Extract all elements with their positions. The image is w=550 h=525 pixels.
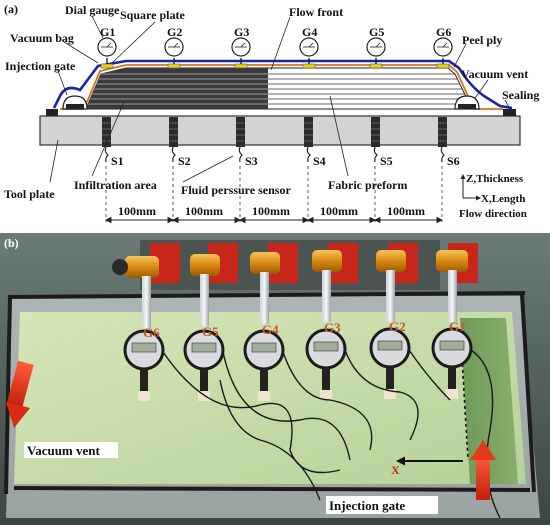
label-flow-front: Flow front — [289, 5, 343, 19]
sealing-left — [46, 109, 58, 116]
dial-gauge-6 — [433, 37, 453, 64]
axis-x-label: X,Length — [481, 193, 525, 205]
label-infiltration-area: Infiltration area — [74, 178, 157, 192]
axis-indicator — [460, 174, 481, 201]
photo-gauge-label-g6: G6 — [143, 325, 160, 340]
digital-indicator-g6 — [123, 329, 165, 401]
infiltration-area — [86, 68, 268, 109]
sensor-label-s6: S6 — [447, 154, 460, 168]
digital-indicator-g3 — [305, 328, 347, 400]
axis-flow-label: Flow direction — [459, 208, 527, 220]
gauge-label-g5: G5 — [369, 25, 384, 39]
gauge-label-g2: G2 — [167, 25, 182, 39]
axis-z-label: Z,Thickness — [466, 173, 524, 185]
gauge-cables — [162, 349, 501, 519]
digital-indicator-g4 — [243, 329, 285, 401]
preform-layers — [86, 68, 472, 109]
sealing-right — [503, 109, 516, 116]
vacuum-bag — [52, 59, 513, 110]
sensor-label-s5: S5 — [380, 154, 393, 168]
label-sealing: Sealing — [502, 88, 539, 102]
panel-a: (a) — [0, 0, 550, 232]
spacing-label-2: 100mm — [185, 204, 223, 218]
spacing-label-4: 100mm — [320, 204, 358, 218]
steel-posts — [142, 270, 457, 328]
flow-front-marker — [461, 357, 469, 461]
photo-gauge-label-g4: G4 — [262, 322, 279, 337]
digital-indicator-g1 — [431, 327, 473, 399]
sensor-label-s3: S3 — [245, 154, 258, 168]
photo-gauge-label-g3: G3 — [324, 320, 341, 335]
square-plate-6 — [436, 63, 450, 69]
vacuum-vent-base — [458, 104, 476, 109]
brass-clamps — [112, 250, 468, 278]
label-tool-plate: Tool plate — [4, 187, 55, 201]
dial-gauge-1 — [97, 37, 117, 64]
callout-leaders — [49, 15, 511, 183]
gauge-label-g1: G1 — [100, 25, 115, 39]
injection-gate-label-bg — [326, 496, 438, 514]
sensor-label-s1: S1 — [111, 154, 124, 168]
digital-indicator-g2 — [369, 327, 411, 399]
dial-gauge-3 — [231, 37, 251, 64]
dial-gauge-2 — [164, 37, 184, 64]
panel-b: G6 G5 G4 G3 G2 G1 X Vacuum vent Injectio… — [0, 233, 550, 525]
spacing-label-1: 100mm — [118, 204, 156, 218]
pressure-sensor-3 — [236, 117, 245, 163]
photo-label-vacuum-vent: Vacuum vent — [27, 443, 101, 458]
square-plate-2 — [167, 63, 181, 69]
pressure-sensor-5 — [371, 117, 380, 163]
panel-b-tag: (b) — [4, 236, 19, 250]
vacuum-vent-label-bg — [24, 442, 118, 458]
injection-gate-base — [66, 104, 84, 109]
label-vacuum-bag: Vacuum bag — [10, 31, 74, 45]
photo-gauge-label-g2: G2 — [389, 319, 406, 334]
square-plate-4 — [302, 63, 316, 69]
label-square-plate: Square plate — [120, 8, 185, 22]
square-plate-3 — [234, 63, 248, 69]
photo-gauge-label-g1: G1 — [449, 319, 466, 334]
infiltrated-zone — [460, 318, 518, 484]
label-injection-gate: Injection gate — [5, 59, 76, 73]
pressure-sensor-4 — [304, 117, 313, 163]
sensor-label-s2: S2 — [178, 154, 191, 168]
gauge-label-g4: G4 — [302, 25, 317, 39]
pressure-sensor-6 — [438, 117, 447, 163]
spacing-label-5: 100mm — [387, 204, 425, 218]
pressure-sensor-2 — [169, 117, 178, 163]
label-fabric-preform: Fabric preform — [328, 178, 407, 192]
label-dial-gauge: Dial gauge — [65, 3, 120, 17]
photo-label-injection-gate: Injection gate — [329, 498, 405, 513]
pressure-sensor-1 — [102, 117, 111, 163]
dimension-arrows — [104, 216, 444, 224]
spacing-label-3: 100mm — [252, 204, 290, 218]
label-vacuum-vent: Vacuum vent — [461, 67, 528, 81]
square-plate-5 — [369, 63, 383, 69]
gauge-label-g6: G6 — [436, 25, 451, 39]
injection-gate-arrow — [470, 440, 496, 500]
label-peel-ply: Peel ply — [462, 33, 502, 47]
digital-indicator-g5 — [183, 329, 225, 401]
dial-gauge-4 — [299, 37, 319, 64]
label-fluid-sensor: Fluid perssure sensor — [181, 183, 291, 197]
panel-a-tag: (a) — [4, 2, 18, 16]
square-plate-1 — [100, 63, 114, 69]
x-direction-arrow — [396, 456, 463, 466]
x-label: X — [391, 463, 400, 477]
vacuum-vent-arrow — [6, 360, 34, 428]
gauge-label-g3: G3 — [234, 25, 249, 39]
sensor-label-s4: S4 — [313, 154, 326, 168]
photo-gauge-label-g5: G5 — [202, 324, 219, 339]
dial-gauge-5 — [366, 37, 386, 64]
